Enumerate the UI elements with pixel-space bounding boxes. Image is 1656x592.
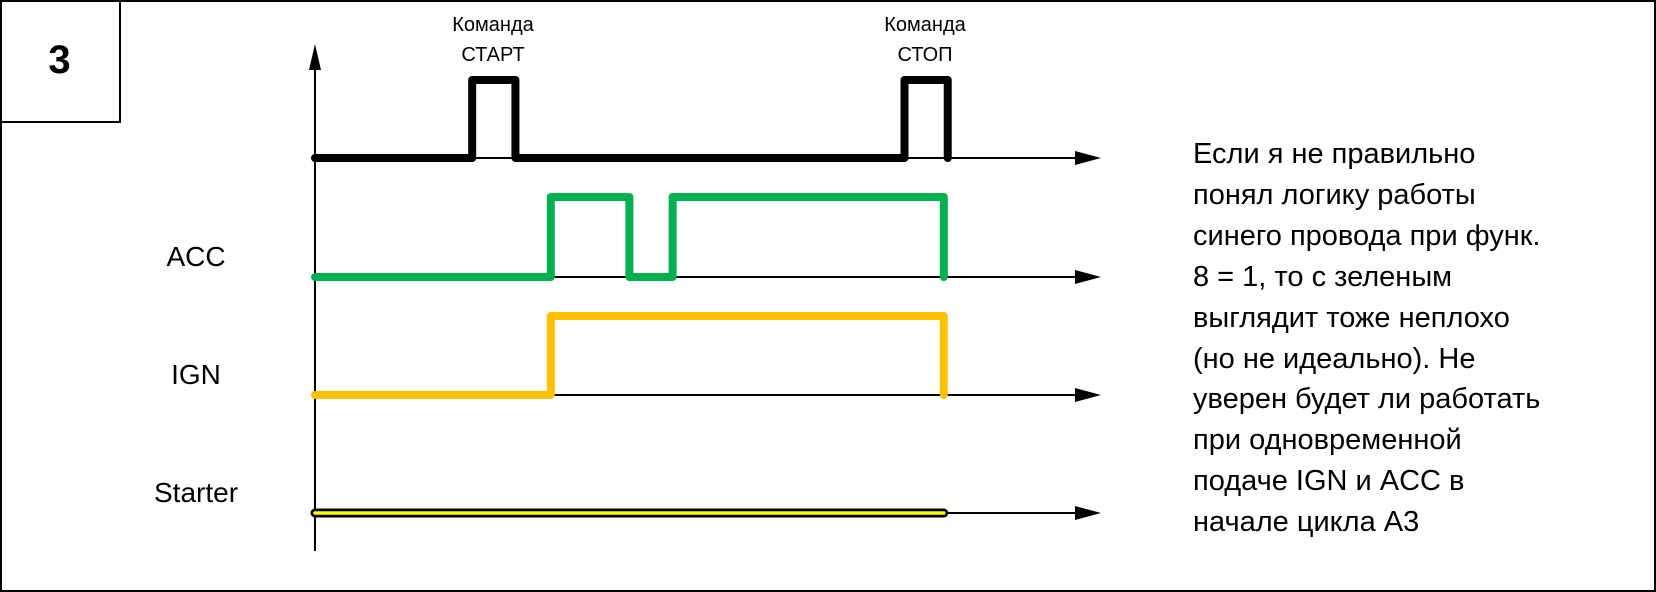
note-line: начале цикла А3	[1193, 506, 1420, 539]
time-axis-arrow-icon	[1075, 151, 1101, 165]
ign-signal	[311, 312, 948, 399]
command-stop-label-2: СТОП	[897, 44, 952, 66]
note-line: (но не идеально). Не	[1193, 342, 1476, 375]
starter-label: Starter	[154, 477, 238, 508]
vertical-axis-arrow-icon	[309, 44, 321, 70]
acc-label: ACC	[166, 241, 225, 272]
command-start-label-1: Команда	[452, 14, 534, 36]
note-line: синего провода при функ.	[1193, 219, 1541, 252]
time-axis-arrow-icon	[1075, 270, 1101, 284]
command-start-label-2: СТАРТ	[461, 44, 524, 66]
command-stop-label-1: Команда	[884, 14, 966, 36]
note-text: Если я не правильно понял логику работы …	[1193, 134, 1541, 543]
note-line: выглядит тоже неплохо	[1193, 301, 1510, 334]
time-axis-arrow-icon	[1075, 388, 1101, 402]
note-line: подаче IGN и ACC в	[1193, 465, 1465, 498]
ign-label: IGN	[171, 359, 221, 390]
note-line: 8 = 1, то с зеленым	[1193, 260, 1453, 293]
command-signal	[311, 76, 952, 162]
panel-number: 3	[0, 0, 121, 123]
acc-signal	[311, 193, 948, 281]
note-line: понял логику работы	[1193, 178, 1476, 211]
note-line: уверен будет ли работать	[1193, 383, 1541, 416]
note-line: Если я не правильно	[1193, 138, 1476, 170]
time-axis-arrow-icon	[1075, 506, 1101, 520]
note-line: при одновременной	[1193, 424, 1462, 457]
